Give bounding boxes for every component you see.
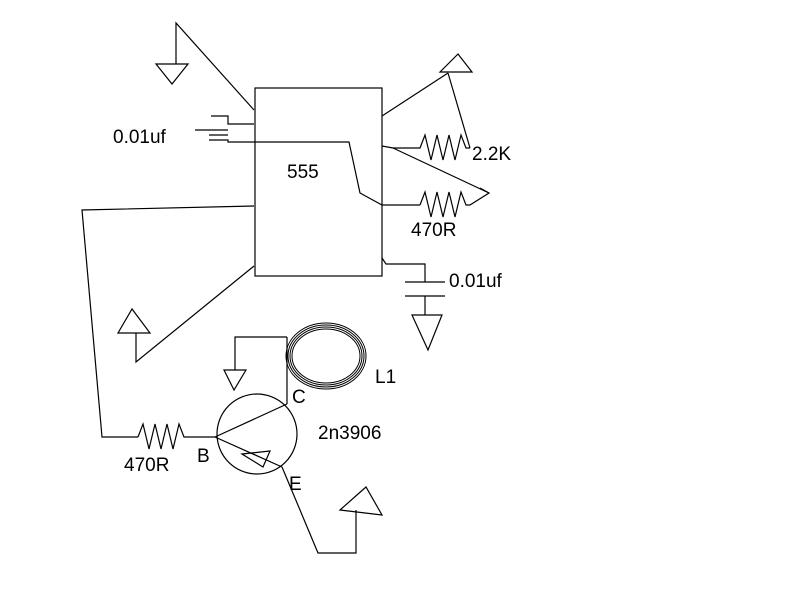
wire-supply-left (135, 265, 255, 364)
transistor-body (216, 393, 298, 475)
transistor-part-label: 2n3906 (318, 423, 381, 444)
wire-470r-right-end (469, 187, 491, 206)
inductor-l1: L1 (223, 322, 396, 404)
capacitor-control: 0.01uf (381, 257, 503, 352)
supply-triangle-left (116, 307, 152, 334)
ground-triangle-l1 (223, 369, 248, 392)
resistor-470r-right: 470R (411, 187, 491, 241)
wire-ground-top-left (175, 21, 255, 111)
resistor-470r-base-zigzag (137, 421, 215, 450)
resistor-2-2k-zigzag (381, 132, 470, 161)
resistor-470r-base: 470R (124, 421, 215, 476)
inductor-coil-3 (289, 326, 363, 386)
ground-symbol-top-left (154, 21, 255, 111)
inductor-coil-2 (287, 324, 365, 388)
inductor-coil-4 (291, 328, 361, 384)
cap-timing-lead-top (211, 115, 254, 125)
transistor-pin-b: B (197, 446, 210, 467)
cap-control-label: 0.01uf (449, 271, 503, 292)
transistor-collector-line (214, 403, 288, 438)
transistor-pin-c: C (292, 387, 306, 408)
wire-2-2k-to-470r (392, 147, 490, 194)
cap-timing-label: 0.01uf (113, 127, 167, 148)
transistor-2n3906: C B E 2n3906 (197, 387, 381, 495)
cap-control-lead-top (381, 257, 426, 282)
transistor-pin-e: E (289, 474, 302, 495)
supply-triangle-emitter (338, 486, 384, 516)
supply-symbol-left (116, 265, 255, 364)
wire-threshold-to-470r (209, 139, 420, 206)
wire-emitter-to-supply (281, 466, 357, 554)
ic-body (254, 87, 383, 277)
resistor-470r-right-zigzag (419, 189, 470, 218)
inductor-coil-1 (285, 322, 367, 390)
wire-output-to-base-resistor (81, 205, 255, 438)
transistor-emitter-line (214, 436, 283, 468)
resistor-2-2k: 2.2K (381, 53, 511, 194)
supply-symbol-emitter (281, 466, 384, 554)
inductor-label: L1 (375, 367, 396, 388)
resistor-2-2k-label: 2.2K (472, 144, 511, 165)
wire-vcc-upper (381, 72, 449, 117)
resistor-470r-right-label: 470R (411, 220, 456, 241)
capacitor-timing: 0.01uf (113, 115, 420, 206)
ground-triangle-control (411, 314, 443, 352)
wire-supply-to-2-2k (447, 72, 471, 149)
ground-triangle-top-left (154, 63, 190, 85)
transistor-emitter-arrow (240, 450, 271, 468)
ic-label: 555 (287, 162, 319, 183)
ic-555: 555 (254, 87, 383, 277)
resistor-470r-base-label: 470R (124, 455, 169, 476)
wire-output (81, 205, 255, 438)
wire-l1-ground (234, 336, 287, 370)
supply-triangle-top-right (438, 53, 474, 73)
